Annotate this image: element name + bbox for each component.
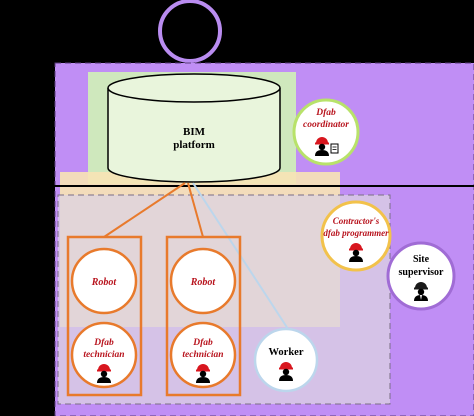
top-circle	[158, 0, 222, 63]
robot-group-box-1	[66, 235, 143, 397]
hardhat-worker-icon	[196, 364, 210, 383]
coordinator-circle	[292, 98, 360, 166]
technician-label-1-line2: technician	[83, 350, 124, 360]
technician-circle-1	[70, 321, 138, 389]
robot-circle-1	[70, 247, 138, 315]
connector-worker	[192, 182, 291, 333]
bim-platform-cylinder	[107, 73, 281, 183]
connection-lines	[103, 182, 291, 333]
technician-circle-2	[169, 321, 237, 389]
supervisor-icon	[414, 282, 428, 301]
robot-circle-2	[169, 247, 237, 315]
contractor-label-line1: Contractor's	[333, 216, 380, 226]
worker-label: Worker	[269, 347, 304, 358]
connector-robot2	[187, 182, 204, 238]
contractor-circle	[320, 200, 392, 272]
hardhat-worker-icon	[349, 243, 363, 262]
technician-label-2-line2: technician	[182, 350, 223, 360]
supervisor-circle	[386, 241, 456, 311]
gray-region-border	[57, 194, 391, 405]
robot-label-1: Robot	[91, 277, 118, 288]
technician-label-1-line1: Dfab	[93, 338, 114, 348]
technician-label-2-line1: Dfab	[192, 338, 213, 348]
connector-robot1	[103, 182, 186, 238]
robot-group-box-2	[165, 235, 242, 397]
hardhat-worker-icon	[279, 362, 293, 381]
bim-platform-label-line1: BIM	[183, 126, 206, 138]
worker-circle	[253, 327, 319, 393]
contractor-label-line2: dfab programmer	[323, 228, 389, 238]
worker-with-tablet-icon	[315, 137, 339, 156]
coordinator-label-line2: coordinator	[303, 120, 349, 130]
supervisor-label-line1: Site	[413, 254, 430, 265]
bim-platform-label-line2: platform	[173, 139, 215, 151]
robot-label-2: Robot	[190, 277, 217, 288]
coordinator-label-line1: Dfab	[315, 108, 336, 118]
hardhat-worker-icon	[97, 364, 111, 383]
supervisor-label-line2: supervisor	[399, 267, 445, 278]
